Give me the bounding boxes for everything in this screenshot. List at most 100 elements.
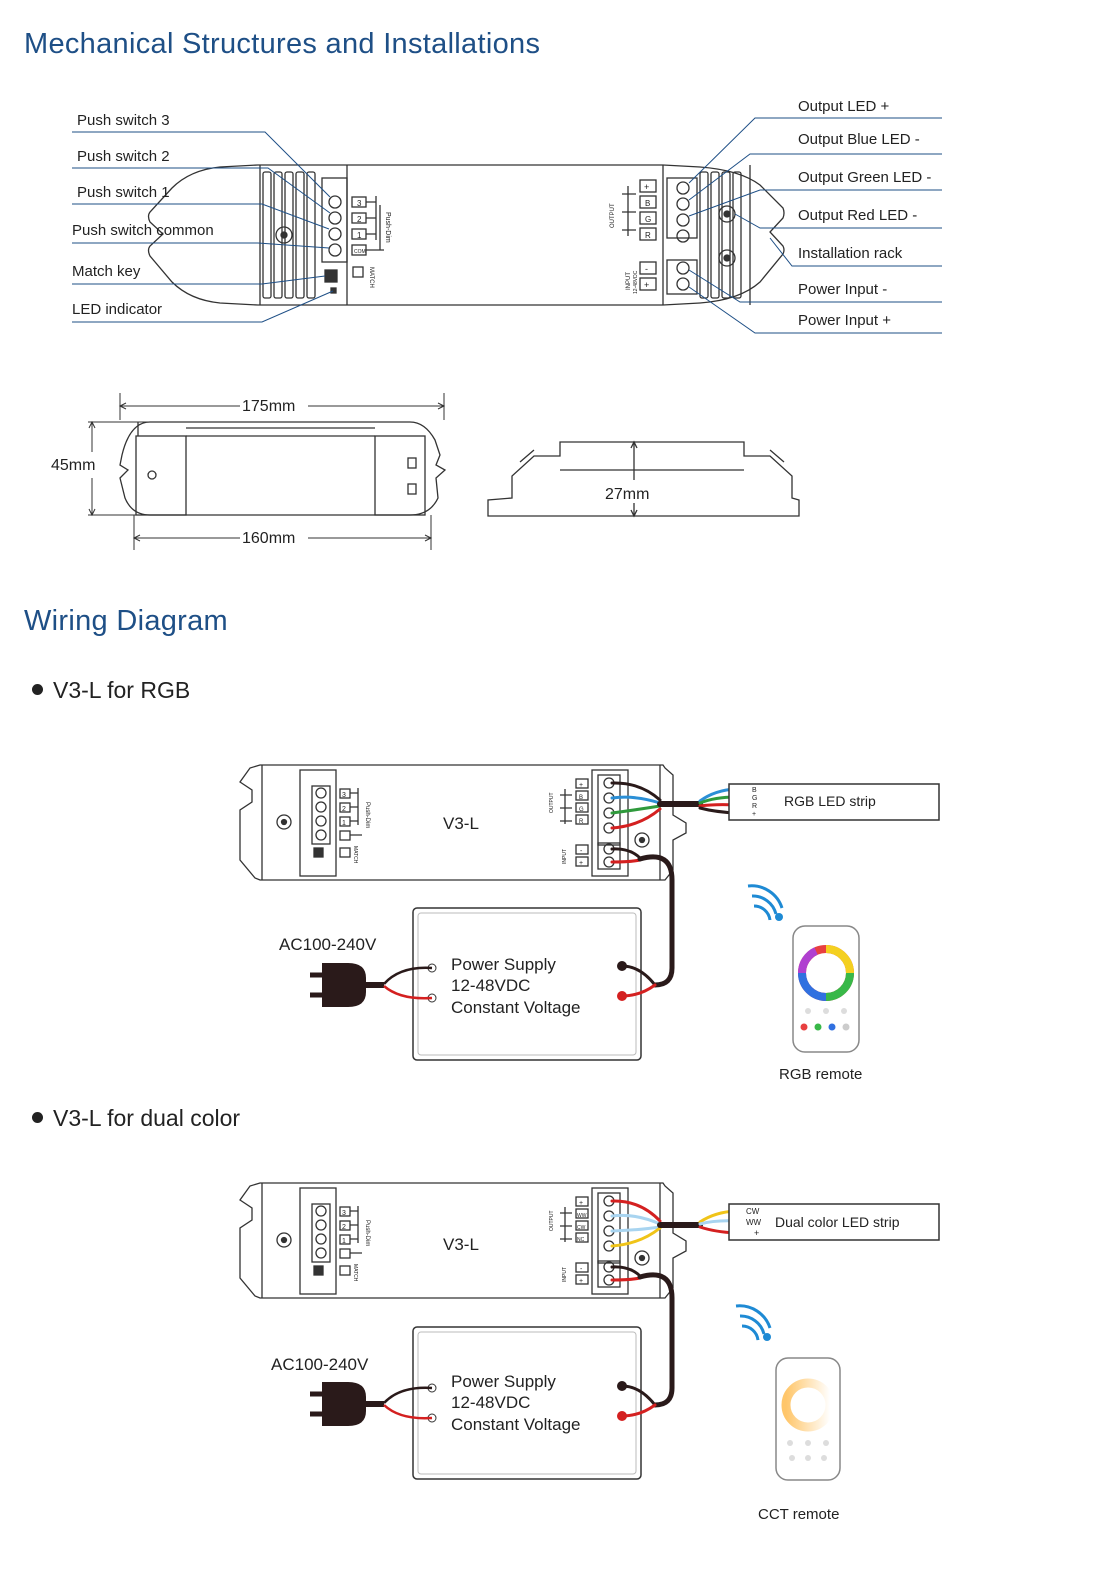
terminal-screw-icon (328, 243, 342, 257)
in-plus: + (579, 860, 583, 867)
input-print: INPUT (626, 272, 632, 290)
psu-line-3: Constant Voltage (451, 1415, 580, 1434)
terminal-screw-icon (315, 1247, 327, 1259)
label-led-indicator: LED indicator (72, 301, 162, 318)
out-g: G (645, 215, 651, 224)
led-indicator-icon (330, 287, 337, 294)
dual-psu-box (412, 1326, 642, 1480)
strip-pin-cw: CW (746, 1207, 760, 1216)
rgb-bullet: V3-L for RGB (32, 677, 190, 704)
out-plus: + (579, 782, 583, 789)
bullet-dot (32, 684, 43, 696)
terminal-screw-icon (315, 829, 327, 841)
wiring-title: Wiring Diagram (24, 605, 229, 637)
key-1: 1 (357, 231, 362, 240)
terminal-screw-icon (676, 229, 690, 243)
terminal-screw-icon (315, 1219, 327, 1231)
input-voltage-print: 12-48VDC (633, 270, 639, 294)
push-dim-label: Push-Dim (364, 1220, 370, 1246)
dual-ac: AC100-240V (271, 1355, 433, 1426)
dual-bullet-label: V3-L for dual color (53, 1105, 241, 1131)
cct-wheel-icon (781, 1378, 835, 1432)
strip-pin-r: R (752, 803, 757, 810)
terminal-screw-icon (676, 261, 690, 275)
rgb-psu-box (412, 907, 642, 1061)
left-leaders (72, 131, 334, 323)
output-print: OUTPUT (610, 203, 616, 228)
left-labels: Push switch 3 Push switch 2 Push switch … (72, 112, 214, 318)
psu-line-1: Power Supply (451, 1372, 556, 1391)
dimension-labels: 175mm 45mm 160mm 27mm (51, 398, 649, 547)
dimension-lines (88, 393, 446, 550)
dual-dc-wires (610, 1265, 675, 1418)
key-com: COM (354, 249, 366, 255)
input-terminal-block (666, 259, 698, 295)
dimension-top-view (119, 421, 447, 516)
label-push-switch-2: Push switch 2 (77, 148, 170, 165)
input-print: INPUT (562, 1267, 568, 1282)
strip-pin-ww: WW (746, 1218, 762, 1227)
key-3: 3 (357, 199, 362, 208)
out-g: G (579, 807, 584, 813)
terminal-screw-icon (676, 181, 690, 195)
rgb-ac: AC100-240V (279, 935, 433, 1007)
output-print: OUTPUT (549, 1210, 555, 1231)
rgb-strip: RGB LED strip B G R + (728, 783, 940, 821)
dual-ac-label: AC100-240V (271, 1355, 369, 1374)
rgb-output-wires (610, 781, 738, 830)
out-cw: CW (577, 1225, 586, 1231)
rgb-psu: Power Supply 12-48VDC Constant Voltage (412, 907, 642, 1061)
terminal-screw-icon (676, 213, 690, 227)
label-output-red: Output Red LED - (798, 207, 917, 224)
in-minus: - (580, 848, 583, 855)
out-plus: + (644, 182, 649, 192)
psu-line-1: Power Supply (451, 955, 556, 974)
screw-icon (275, 226, 293, 244)
key-2: 2 (342, 1224, 346, 1231)
label-power-input-plus: Power Input + (798, 312, 891, 329)
dual-strip-label: Dual color LED strip (775, 1214, 900, 1230)
rgb-remote: RGB remote (747, 884, 862, 1083)
rgb-strip-label: RGB LED strip (784, 793, 876, 809)
cct-remote: CCT remote (735, 1304, 841, 1523)
dim-height: 45mm (51, 457, 95, 474)
key-2: 2 (357, 215, 362, 224)
screw-icon (634, 832, 650, 848)
push-dim-label: Push-Dim (364, 802, 370, 828)
ac-plug-icon (322, 963, 366, 1007)
input-print: INPUT (562, 849, 568, 864)
terminal-screw-icon (328, 227, 342, 241)
controller-print: 3 2 1 COM Push-Dim MATCH + B G R - + OUT… (354, 182, 651, 294)
terminal-screw-icon (328, 195, 342, 209)
match-print: MATCH (352, 1264, 358, 1282)
dual-strip-box (728, 1203, 940, 1241)
rgb-strip-box (728, 783, 940, 821)
output-print: OUTPUT (549, 792, 555, 813)
strip-pin-plus: + (754, 1228, 759, 1238)
wireless-signal-icon (747, 884, 784, 921)
label-installation-rack: Installation rack (798, 245, 903, 262)
terminal-screw-icon (315, 787, 327, 799)
side-outline (487, 441, 800, 517)
mechanical-title: Mechanical Structures and Installations (24, 28, 541, 60)
out-b: B (579, 795, 583, 801)
terminal-screw-icon (315, 815, 327, 827)
screw-icon (276, 814, 292, 830)
key-1: 1 (342, 820, 346, 827)
terminal-screw-icon (315, 1205, 327, 1217)
screw-icon (276, 1232, 292, 1248)
cct-remote-label: CCT remote (758, 1506, 839, 1523)
out-r: R (579, 819, 584, 825)
label-push-switch-common: Push switch common (72, 222, 214, 239)
match-key-icon (313, 847, 324, 858)
rgb-remote-body (792, 925, 860, 1053)
in-plus: + (579, 1278, 583, 1285)
dual-output-wires (610, 1199, 738, 1248)
out-r: R (645, 231, 651, 240)
dual-device-name: V3-L (443, 1235, 479, 1254)
rgb-device-name: V3-L (443, 814, 479, 833)
terminal-screw-icon (328, 211, 342, 225)
wireless-signal-icon (735, 1304, 772, 1341)
key-1: 1 (342, 1238, 346, 1245)
